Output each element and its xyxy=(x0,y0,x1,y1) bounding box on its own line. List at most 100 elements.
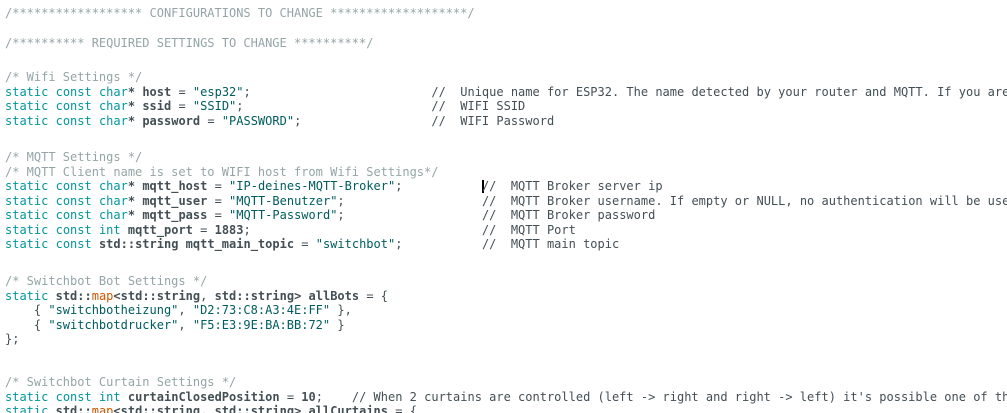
code-line[interactable]: static const char* mqtt_user = "MQTT-Ben… xyxy=(5,194,1007,209)
code-token-op xyxy=(121,390,128,404)
code-token-kw: char xyxy=(98,84,128,99)
code-token-cm2: // MQTT Broker password xyxy=(481,208,656,222)
code-token-id: * xyxy=(127,84,136,99)
code-token-cm2: // WIFI SSID xyxy=(431,99,526,113)
code-line[interactable]: static std::map<std::string, std::string… xyxy=(5,404,1007,413)
code-token-op: }, xyxy=(330,303,352,317)
code-token-str: "F5:E3:9E:BA:BB:72" xyxy=(192,317,331,332)
code-token-op xyxy=(48,390,55,404)
code-token-id: > xyxy=(294,288,302,303)
code-token-id: mqtt_pass xyxy=(142,208,208,222)
code-line[interactable]: static const char* host = "esp32"; // Un… xyxy=(5,85,1007,100)
code-token-op xyxy=(345,194,482,208)
code-line[interactable]: /* Switchbot Curtain Settings */ xyxy=(5,375,1007,390)
code-token-id: std::string xyxy=(120,288,201,303)
code-token-cm1: /********** REQUIRED SETTINGS TO CHANGE … xyxy=(5,36,374,50)
code-token-id: allBots xyxy=(308,288,360,303)
code-token-op xyxy=(48,404,55,413)
code-token-str: "esp32" xyxy=(192,84,244,99)
code-token-kw: static xyxy=(5,389,49,404)
code-line[interactable]: static const int mqtt_port = 1883; // MQ… xyxy=(5,223,1007,238)
code-token-kw: char xyxy=(98,113,128,128)
code-token-id: password xyxy=(142,113,201,128)
code-token-op xyxy=(178,237,185,251)
code-section-switchbot-curtain-settings: /* Switchbot Curtain Settings */static c… xyxy=(5,375,1007,413)
code-token-op: { xyxy=(5,317,49,332)
code-section-required-settings-header: /********** REQUIRED SETTINGS TO CHANGE … xyxy=(5,36,1007,51)
code-token-op xyxy=(251,223,482,237)
code-token-op: ; xyxy=(395,237,403,251)
code-token-op: = xyxy=(207,208,230,222)
code-line[interactable]: static const char* ssid = "SSID"; // WIF… xyxy=(5,99,1007,114)
code-line[interactable]: /* MQTT Client name is set to WIFI host … xyxy=(5,165,1007,180)
code-token-op: = xyxy=(207,179,230,193)
code-line[interactable]: static const int curtainClosedPosition =… xyxy=(5,390,1007,405)
code-token-kw: char xyxy=(98,193,128,208)
code-token-kw: static xyxy=(5,99,49,113)
code-token-op: ; xyxy=(294,113,302,128)
code-token-cm2: // MQTT main topic xyxy=(481,237,620,251)
code-token-op: , xyxy=(200,404,215,413)
code-token-kw: int xyxy=(98,222,121,237)
code-token-op: = xyxy=(207,193,230,208)
code-token-op xyxy=(92,237,99,251)
code-token-kw: const xyxy=(55,179,92,193)
code-line[interactable]: /* Switchbot Bot Settings */ xyxy=(5,274,1007,289)
code-token-str: "IP-deines-MQTT-Broker" xyxy=(229,179,396,193)
code-token-kw: static xyxy=(5,288,49,303)
code-token-op xyxy=(48,237,55,251)
code-line[interactable]: /****************** CONFIGURATIONS TO CH… xyxy=(5,6,1007,21)
code-token-id: std:: xyxy=(55,288,92,303)
code-token-str: "switchbot" xyxy=(315,237,396,251)
code-token-kw: const xyxy=(55,99,92,113)
code-line[interactable]: static const char* password = "PASSWORD"… xyxy=(5,114,1007,129)
code-line[interactable]: static const std::string mqtt_main_topic… xyxy=(5,237,1007,252)
code-token-op: ; xyxy=(337,208,345,222)
code-token-op xyxy=(301,114,431,128)
code-token-op xyxy=(48,179,55,193)
code-token-id: curtainClosedPosition xyxy=(127,389,280,404)
code-line[interactable]: /********** REQUIRED SETTINGS TO CHANGE … xyxy=(5,36,1007,51)
code-line[interactable]: static std::map<std::string, std::string… xyxy=(5,289,1007,304)
code-token-str: "switchbotdrucker" xyxy=(48,317,179,332)
code-token-op: = xyxy=(279,389,302,404)
code-line[interactable]: }; xyxy=(5,332,1007,347)
code-line[interactable]: /* MQTT Settings */ xyxy=(5,150,1007,165)
code-token-op xyxy=(92,194,99,208)
code-token-op: ; xyxy=(243,222,251,237)
code-section-configurations-header: /****************** CONFIGURATIONS TO CH… xyxy=(5,6,1007,21)
text-caret xyxy=(481,180,484,193)
code-token-kw: static xyxy=(5,222,49,237)
code-line[interactable]: /* Wifi Settings */ xyxy=(5,70,1007,85)
code-line[interactable]: static const char* mqtt_pass = "MQTT-Pas… xyxy=(5,208,1007,223)
code-token-op xyxy=(48,85,55,99)
code-section-mqtt-settings: /* MQTT Settings *//* MQTT Client name i… xyxy=(5,150,1007,252)
code-token-cm2: // WIFI Password xyxy=(431,113,555,128)
code-token-op xyxy=(92,223,99,237)
code-token-kw: const xyxy=(55,208,92,222)
code-line[interactable]: { "switchbotheizung", "D2:73:C8:A3:4E:FF… xyxy=(5,303,1007,318)
code-token-kw: const xyxy=(55,113,92,128)
code-token-op xyxy=(345,208,482,222)
code-line[interactable]: static const char* mqtt_host = "IP-deine… xyxy=(5,179,1007,194)
code-token-cm2: // MQTT Port xyxy=(481,222,576,237)
code-token-kw: static xyxy=(5,404,49,413)
code-token-op: , xyxy=(178,303,193,317)
code-token-cm1: /* Wifi Settings */ xyxy=(5,70,143,84)
code-token-num: 10 xyxy=(301,389,316,404)
code-token-op: = xyxy=(192,222,215,237)
code-token-op: , xyxy=(200,288,215,303)
code-token-op xyxy=(92,179,99,193)
code-token-op xyxy=(92,85,99,99)
code-token-op xyxy=(92,208,99,222)
code-token-fn: map xyxy=(91,404,114,413)
code-token-kw: int xyxy=(98,389,121,404)
code-token-str: "D2:73:C8:A3:4E:FF" xyxy=(192,303,331,317)
code-token-kw: const xyxy=(55,193,92,208)
code-section-switchbot-bot-settings: /* Switchbot Bot Settings */static std::… xyxy=(5,274,1007,347)
code-token-id: std::string xyxy=(98,237,179,251)
code-line[interactable]: { "switchbotdrucker", "F5:E3:9E:BA:BB:72… xyxy=(5,318,1007,333)
code-token-cm1: /* MQTT Client name is set to WIFI host … xyxy=(5,164,439,179)
code-token-id: * xyxy=(127,99,136,113)
